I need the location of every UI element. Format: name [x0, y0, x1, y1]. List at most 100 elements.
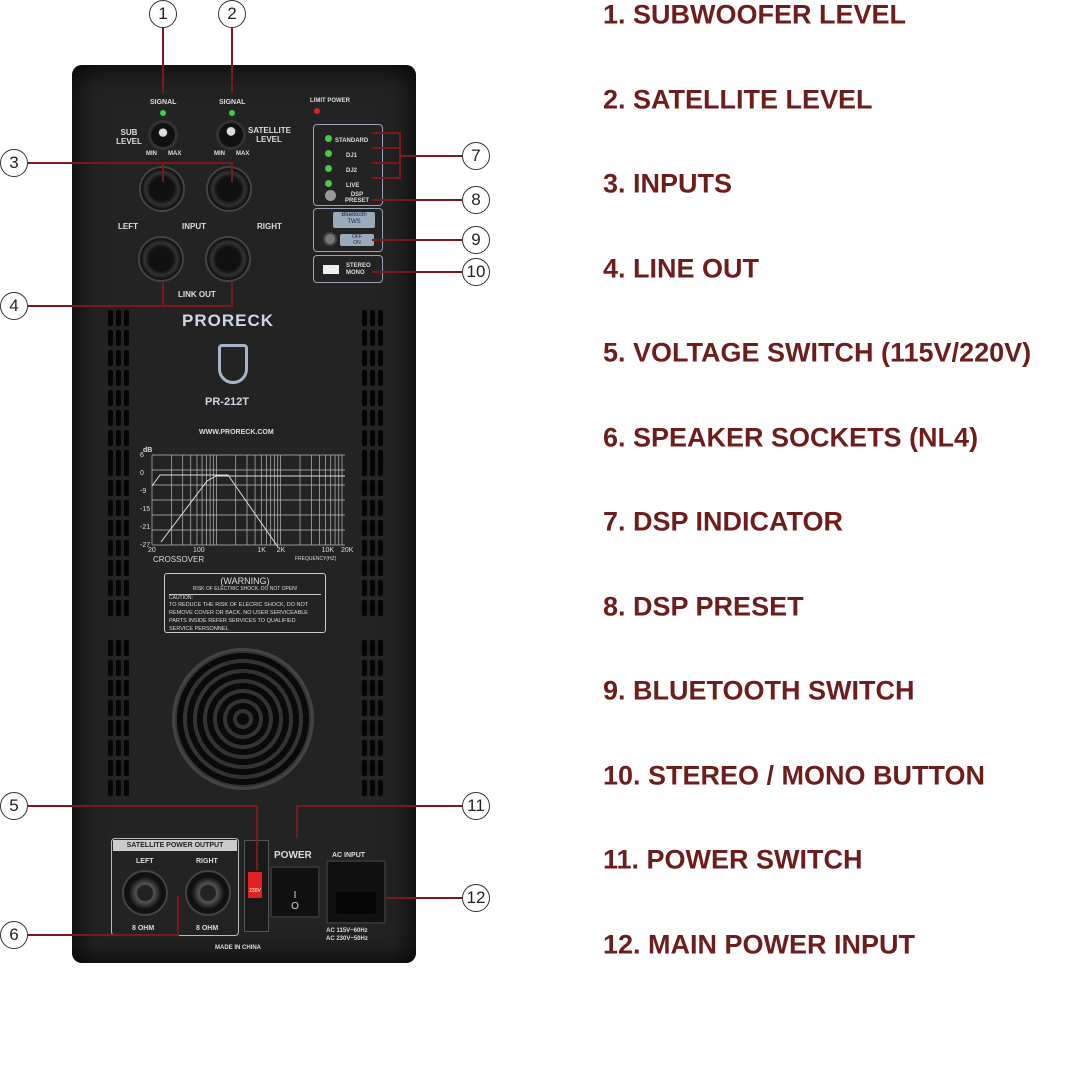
vent-slot — [108, 540, 113, 556]
vent-slot — [108, 680, 113, 696]
vent-slot — [124, 390, 129, 406]
vent-slot — [370, 760, 375, 776]
vent-slot — [378, 720, 383, 736]
preset-dj2: DJ2 — [325, 159, 368, 174]
vent-slot — [370, 430, 375, 446]
vent-slot — [108, 500, 113, 516]
vent-slot — [370, 560, 375, 576]
vent-slot — [124, 780, 129, 796]
led-icon — [325, 150, 332, 157]
x-tick-label: 20 — [148, 547, 156, 554]
vent-slot — [116, 480, 121, 496]
vent-slot — [378, 580, 383, 596]
speaker-left-socket[interactable] — [122, 870, 168, 916]
satellite-output-label: SATELLITE POWER OUTPUT — [113, 840, 237, 851]
bluetooth-switch[interactable] — [323, 232, 337, 246]
y-tick-label: -9 — [140, 488, 147, 495]
right-output-label: RIGHT — [196, 858, 218, 865]
sub-level-label: SUB LEVEL — [116, 128, 142, 146]
vent-slot — [370, 350, 375, 366]
vent-slot — [124, 370, 129, 386]
vent-slot — [116, 580, 121, 596]
ac-inlet[interactable] — [326, 860, 386, 924]
vent-slot — [124, 520, 129, 536]
vent-slot — [116, 460, 121, 476]
voltage-switch[interactable]: 230V — [248, 872, 262, 898]
vent-slot — [362, 780, 367, 796]
preset-list: STANDARD DJ1 DJ2 LIVE — [325, 129, 368, 189]
satellite-level-knob[interactable] — [216, 120, 246, 150]
max-label: MAX — [236, 151, 250, 157]
stereo-mono-button[interactable] — [323, 265, 339, 274]
link-out-label: LINK OUT — [178, 290, 216, 299]
dsp-preset-button[interactable] — [325, 190, 336, 201]
dsp-preset-label: DSP PRESET — [344, 192, 369, 204]
vent-slot — [362, 430, 367, 446]
vent-slot — [108, 780, 113, 796]
dsp-box — [313, 124, 383, 206]
callout-number: 4 — [0, 292, 28, 320]
warning-title: (WARNING) — [220, 576, 270, 586]
vent-slot — [362, 600, 367, 616]
vent-slot — [378, 330, 383, 346]
vent-slot — [124, 580, 129, 596]
vent-slot — [124, 460, 129, 476]
power-label: POWER — [274, 850, 312, 861]
vent-slot — [124, 410, 129, 426]
bluetooth-box — [313, 208, 383, 252]
callout-number: 12 — [462, 884, 490, 912]
vent-slot — [124, 640, 129, 656]
vent-slot — [362, 460, 367, 476]
led-icon — [325, 180, 332, 187]
vent-slot — [116, 410, 121, 426]
link-out-left-jack[interactable] — [138, 236, 184, 282]
vent-slot — [362, 390, 367, 406]
callout-label: 6. SPEAKER SOCKETS (NL4) — [603, 422, 979, 452]
vent-slot — [124, 740, 129, 756]
vent-slot — [108, 600, 113, 616]
callout-label: 8. DSP PRESET — [603, 591, 804, 621]
vent-slot — [124, 350, 129, 366]
x-tick-label: 10K — [321, 547, 335, 554]
bluetooth-label: Bluetooth — [341, 212, 367, 218]
callout-label: 5. VOLTAGE SWITCH (115V/220V) — [603, 337, 1032, 368]
link-out-right-jack[interactable] — [205, 236, 251, 282]
vent-slot — [362, 540, 367, 556]
vent-slot — [370, 460, 375, 476]
vent-slot — [378, 700, 383, 716]
ac-rating-230: AC 230V~50Hz — [326, 936, 368, 942]
vent-slot — [370, 500, 375, 516]
vent-slot — [370, 370, 375, 386]
callout-number: 9 — [462, 226, 490, 254]
stereo-mono-box — [313, 255, 383, 283]
vent-slot — [362, 560, 367, 576]
input-right-jack[interactable] — [206, 166, 252, 212]
warning-subtitle: RISK OF ELECTRIC SHOCK. DO NOT OPEN! — [192, 586, 298, 592]
sub-level-knob[interactable] — [148, 120, 178, 150]
callout-label: 12. MAIN POWER INPUT — [603, 929, 916, 959]
off-label: OFF — [352, 234, 362, 240]
vent-slot — [378, 520, 383, 536]
vent-slot — [116, 310, 121, 326]
vent-slot — [116, 370, 121, 386]
vent-slot — [378, 660, 383, 676]
vent-slot — [116, 450, 121, 466]
vent-slot — [362, 740, 367, 756]
input-label: INPUT — [182, 222, 206, 231]
vent-slot — [124, 760, 129, 776]
vent-slot — [108, 560, 113, 576]
vent-slot — [108, 520, 113, 536]
vent-slot — [108, 640, 113, 656]
vent-slot — [108, 580, 113, 596]
vent-slot — [370, 720, 375, 736]
speaker-right-socket[interactable] — [185, 870, 231, 916]
min-label: MIN — [146, 151, 157, 157]
led-icon — [325, 135, 332, 142]
ohm-left: 8 OHM — [132, 925, 155, 932]
callout-number: 3 — [0, 149, 28, 177]
vent-slot — [378, 540, 383, 556]
vent-slot — [124, 430, 129, 446]
vent-slot — [116, 540, 121, 556]
